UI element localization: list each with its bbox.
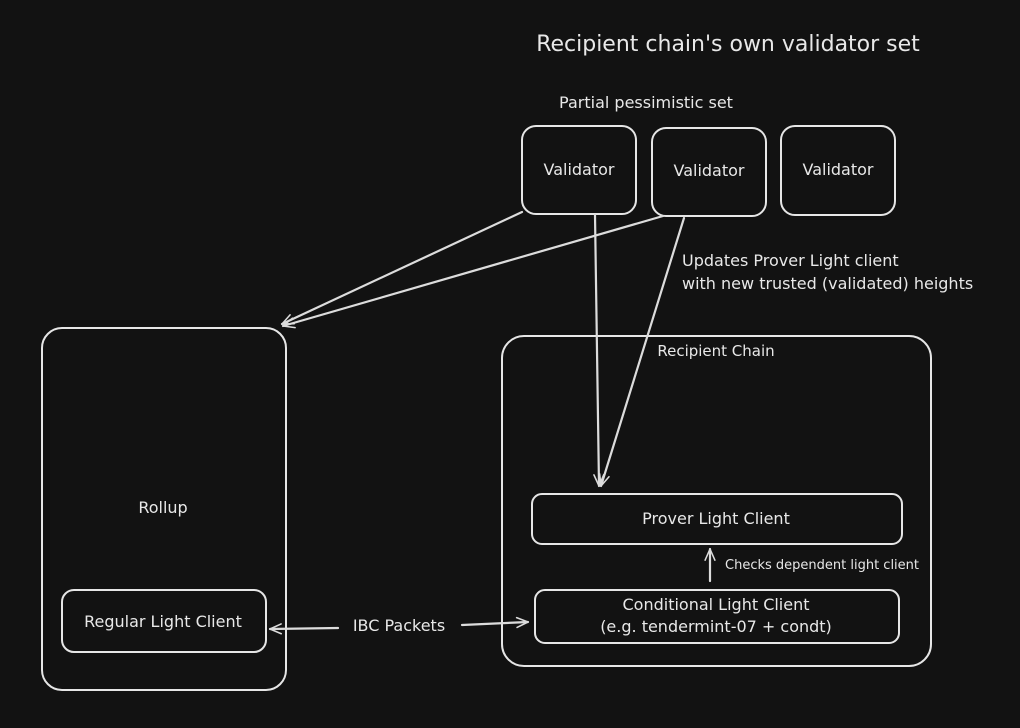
recipient-chain-box xyxy=(501,335,932,667)
rollup-box xyxy=(41,327,287,691)
validator-label-1: Validator xyxy=(544,160,615,179)
conditional-light-client-example: (e.g. tendermint-07 + condt) xyxy=(600,617,832,636)
conditional-light-client-label: Conditional Light Client xyxy=(622,595,809,614)
prover-light-client-label: Prover Light Client xyxy=(642,509,790,528)
ibc-packets-label: IBC Packets xyxy=(353,616,445,635)
arrow-validator1-to-rollup xyxy=(280,210,524,326)
recipient-chain-node: Recipient Chain Prover Light Client Chec… xyxy=(501,335,932,667)
arrow-validator2-to-prover xyxy=(598,216,686,488)
updates-annotation-line-1: Updates Prover Light client xyxy=(682,251,899,270)
partial-set-label: Partial pessimistic set xyxy=(559,93,733,112)
updates-annotation: Updates Prover Light client with new tru… xyxy=(682,251,973,293)
validator-node-3: Validator xyxy=(780,125,896,216)
rollup-label: Rollup xyxy=(138,498,187,517)
arrow-validator2-to-rollup xyxy=(281,214,665,329)
arrow-validator1-to-prover xyxy=(593,213,605,488)
updates-annotation-line-2: with new trusted (validated) heights xyxy=(682,274,973,293)
prover-light-client-box xyxy=(531,493,903,545)
validator-node-2: Validator xyxy=(651,127,767,217)
validator-node-1: Validator xyxy=(521,125,637,215)
arrow-ibc-to-recipient xyxy=(460,616,530,629)
validator-box-3 xyxy=(780,125,896,216)
regular-light-client-box xyxy=(61,589,267,653)
validator-label-2: Validator xyxy=(674,161,745,180)
validator-label-3: Validator xyxy=(803,160,874,179)
rollup-node: Rollup Regular Light Client xyxy=(41,327,287,691)
recipient-chain-label: Recipient Chain xyxy=(657,342,774,360)
regular-light-client-label: Regular Light Client xyxy=(84,612,242,631)
diagram-title: Recipient chain's own validator set xyxy=(536,32,920,57)
conditional-light-client-box xyxy=(534,589,900,644)
arrow-ibc-to-rollup xyxy=(268,623,340,635)
checks-dependent-label: Checks dependent light client xyxy=(725,558,919,573)
validator-box-2 xyxy=(651,127,767,217)
validator-box-1 xyxy=(521,125,637,215)
